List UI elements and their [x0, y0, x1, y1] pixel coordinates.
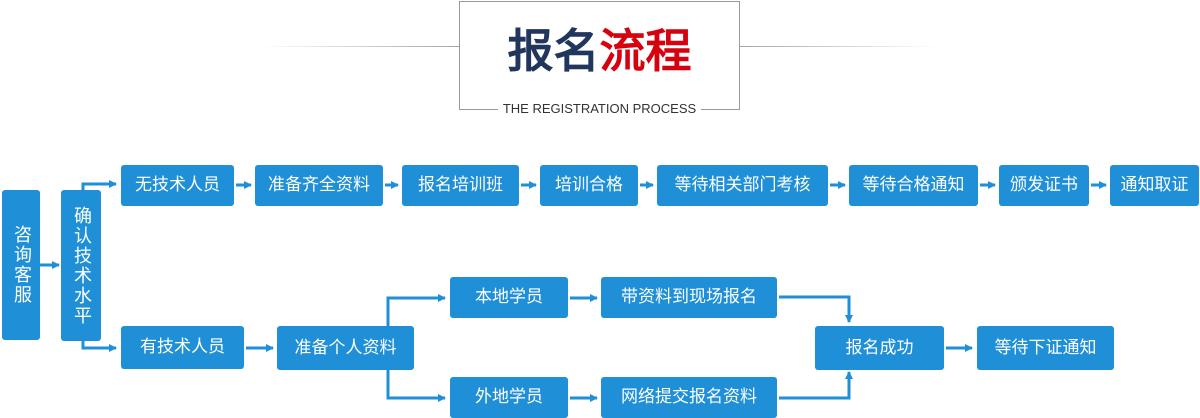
- step-has-skill: 有技术人员: [121, 326, 244, 369]
- step-await-cert-notice: 等待下证通知: [977, 326, 1114, 370]
- step-notify-collect: 通知取证: [1110, 165, 1199, 206]
- step-prepare-all-materials: 准备齐全资料: [255, 165, 383, 206]
- subtitle-text: THE REGISTRATION PROCESS: [497, 101, 702, 116]
- arrow-confirm-to-has-skill: [81, 341, 117, 352]
- arrow-online-to-success: [779, 371, 853, 400]
- arrow-onsite-to-success: [779, 295, 853, 323]
- page-title: 报名流程: [459, 22, 740, 80]
- step-consult: 咨询客服: [2, 190, 40, 340]
- step-nonlocal-student: 外地学员: [450, 377, 568, 418]
- step-no-skill: 无技术人员: [121, 165, 234, 206]
- step-pass-training: 培训合格: [540, 165, 638, 206]
- header-divider-right: [740, 46, 937, 47]
- page-subtitle: THE REGISTRATION PROCESS: [459, 100, 740, 118]
- arrow-prepare-to-local: [386, 294, 446, 326]
- title-part-dark: 报名: [507, 24, 600, 78]
- arrow-confirm-to-no-skill: [81, 180, 117, 190]
- step-online-submission: 网络提交报名资料: [601, 377, 777, 418]
- step-enroll-class: 报名培训班: [402, 165, 519, 206]
- step-onsite-registration: 带资料到现场报名: [601, 277, 777, 318]
- step-local-student: 本地学员: [450, 277, 568, 318]
- step-registration-success: 报名成功: [815, 326, 944, 370]
- step-prepare-personal-materials: 准备个人资料: [277, 326, 414, 370]
- step-issue-certificate: 颁发证书: [999, 165, 1089, 206]
- title-part-red: 流程: [599, 24, 692, 78]
- header-divider-left: [262, 46, 459, 47]
- step-await-review: 等待相关部门考核: [657, 165, 828, 206]
- step-confirm-skill: 确认技术水平: [61, 190, 101, 341]
- arrow-prepare-to-nonlocal: [386, 370, 446, 402]
- step-await-pass-notice: 等待合格通知: [849, 165, 978, 206]
